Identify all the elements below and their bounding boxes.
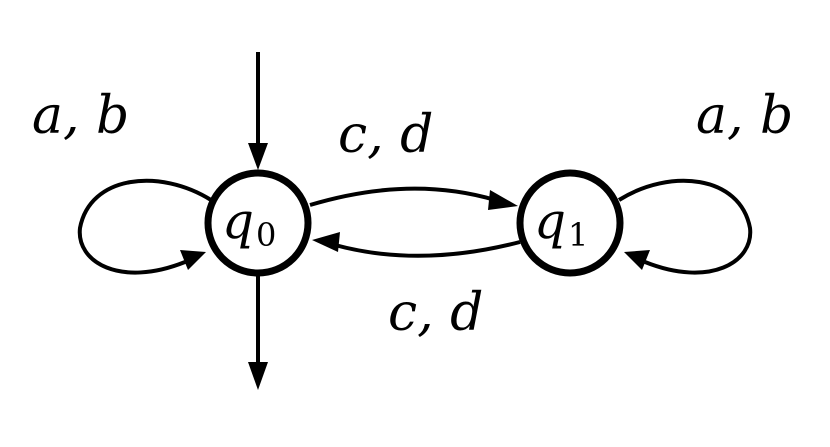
self-loop-q1: [617, 178, 753, 275]
state-q1: q1: [516, 169, 624, 277]
edge-q0-q1: [309, 186, 496, 207]
label-edge-q0-q1: c, d: [338, 105, 433, 165]
state-q1-circle: [516, 169, 624, 277]
state-q0-label: q0: [222, 192, 276, 254]
label-self-loop-q0: a, b: [32, 86, 129, 146]
label-self-loop-q1: a, b: [696, 86, 793, 146]
self-loop-q0-arrowhead: [180, 250, 206, 270]
label-edge-q1-q0: c, d: [388, 283, 483, 343]
edge-q1-q0-arrowhead: [312, 232, 340, 252]
state-q0-circle: [204, 169, 312, 277]
state-q1-subscript: 1: [568, 216, 588, 254]
state-q1-name: q: [534, 192, 566, 250]
initial-arrowhead: [248, 143, 268, 170]
edge-q0-q1-arrowhead: [488, 190, 518, 210]
edge-q1-q0: [334, 240, 521, 258]
final-arrowhead: [248, 362, 268, 390]
self-loop-q0: [77, 178, 213, 275]
state-q0-name: q: [222, 192, 254, 250]
self-loop-q1-arrowhead: [624, 250, 650, 270]
state-q1-label: q1: [534, 192, 588, 254]
state-q0: q0: [204, 169, 312, 277]
state-q0-subscript: 0: [256, 216, 276, 254]
